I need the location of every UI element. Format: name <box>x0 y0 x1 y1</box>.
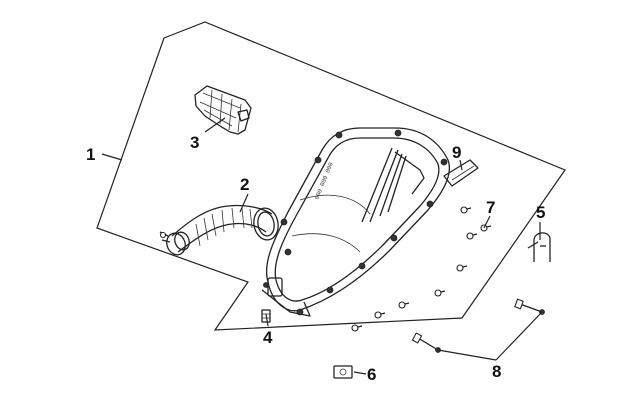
part-6-label <box>333 365 353 379</box>
callout-2: 2 <box>240 175 249 194</box>
callout-8: 8 <box>492 362 501 381</box>
callout-4: 4 <box>263 328 273 347</box>
screw <box>460 206 472 214</box>
screw <box>480 224 492 232</box>
part-5-clip <box>527 232 551 262</box>
callout-6: 6 <box>367 365 376 384</box>
screw <box>466 232 478 240</box>
part-2-intake-hose <box>159 204 279 256</box>
screw <box>398 301 410 309</box>
screw <box>374 311 386 319</box>
assembly-boundary <box>96 21 566 331</box>
leader-lines <box>101 117 543 375</box>
housing-marking: 000 000 000 <box>313 161 334 201</box>
callout-1: 1 <box>86 145 95 164</box>
screw <box>434 289 446 297</box>
part-3-bracket <box>194 85 252 135</box>
callout-7: 7 <box>486 198 495 217</box>
callout-9: 9 <box>452 143 461 162</box>
screw <box>351 324 363 332</box>
main-housing: 000 000 000 <box>261 127 451 317</box>
screw <box>456 264 468 272</box>
callout-3: 3 <box>190 133 199 152</box>
part-8-bolts <box>411 298 545 353</box>
callout-5: 5 <box>536 203 545 222</box>
part-7-screws <box>351 206 492 332</box>
